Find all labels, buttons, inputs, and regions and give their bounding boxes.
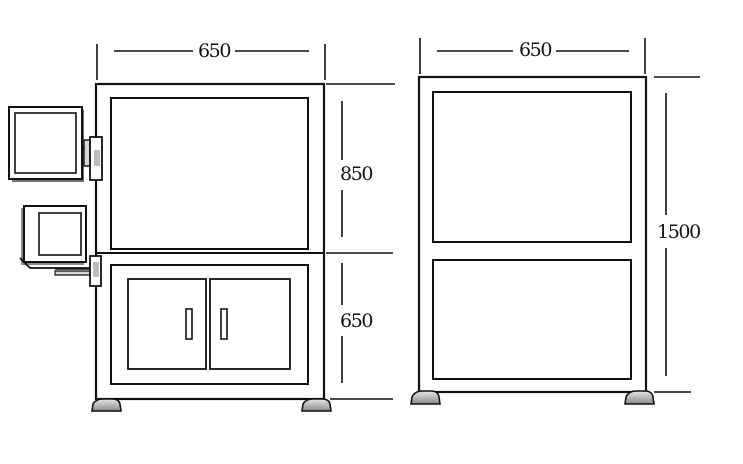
front-height-dimensions: [326, 83, 395, 400]
side-left-foot: [410, 390, 441, 405]
front-left-foot: [91, 398, 122, 412]
monitor-assembly: [8, 106, 103, 182]
side-height-dimension: [654, 76, 700, 393]
right-door-handle: [220, 308, 228, 340]
side-right-foot: [624, 390, 655, 405]
keyboard-assembly: [19, 205, 102, 287]
front-upper-window: [110, 97, 309, 250]
front-view: 650: [8, 40, 395, 412]
side-lower-panel: [432, 259, 632, 380]
side-total-height-label: 1500: [657, 221, 700, 243]
side-cabinet-frame: [417, 75, 648, 394]
side-upper-panel: [432, 91, 632, 243]
front-width-dimension: [96, 44, 326, 80]
front-right-door: [209, 278, 291, 370]
front-left-door: [127, 278, 207, 370]
front-lower-height-label: 650: [340, 310, 372, 332]
left-door-handle: [185, 308, 193, 340]
front-lower-cabinet: [110, 264, 309, 385]
front-width-label: 650: [198, 40, 230, 62]
front-upper-height-label: 850: [340, 163, 372, 185]
side-width-dimension: [419, 38, 646, 74]
front-cabinet-frame: [94, 82, 326, 401]
side-width-label: 650: [519, 39, 551, 61]
front-right-foot: [301, 398, 332, 412]
side-view: 650 1500: [410, 38, 701, 405]
